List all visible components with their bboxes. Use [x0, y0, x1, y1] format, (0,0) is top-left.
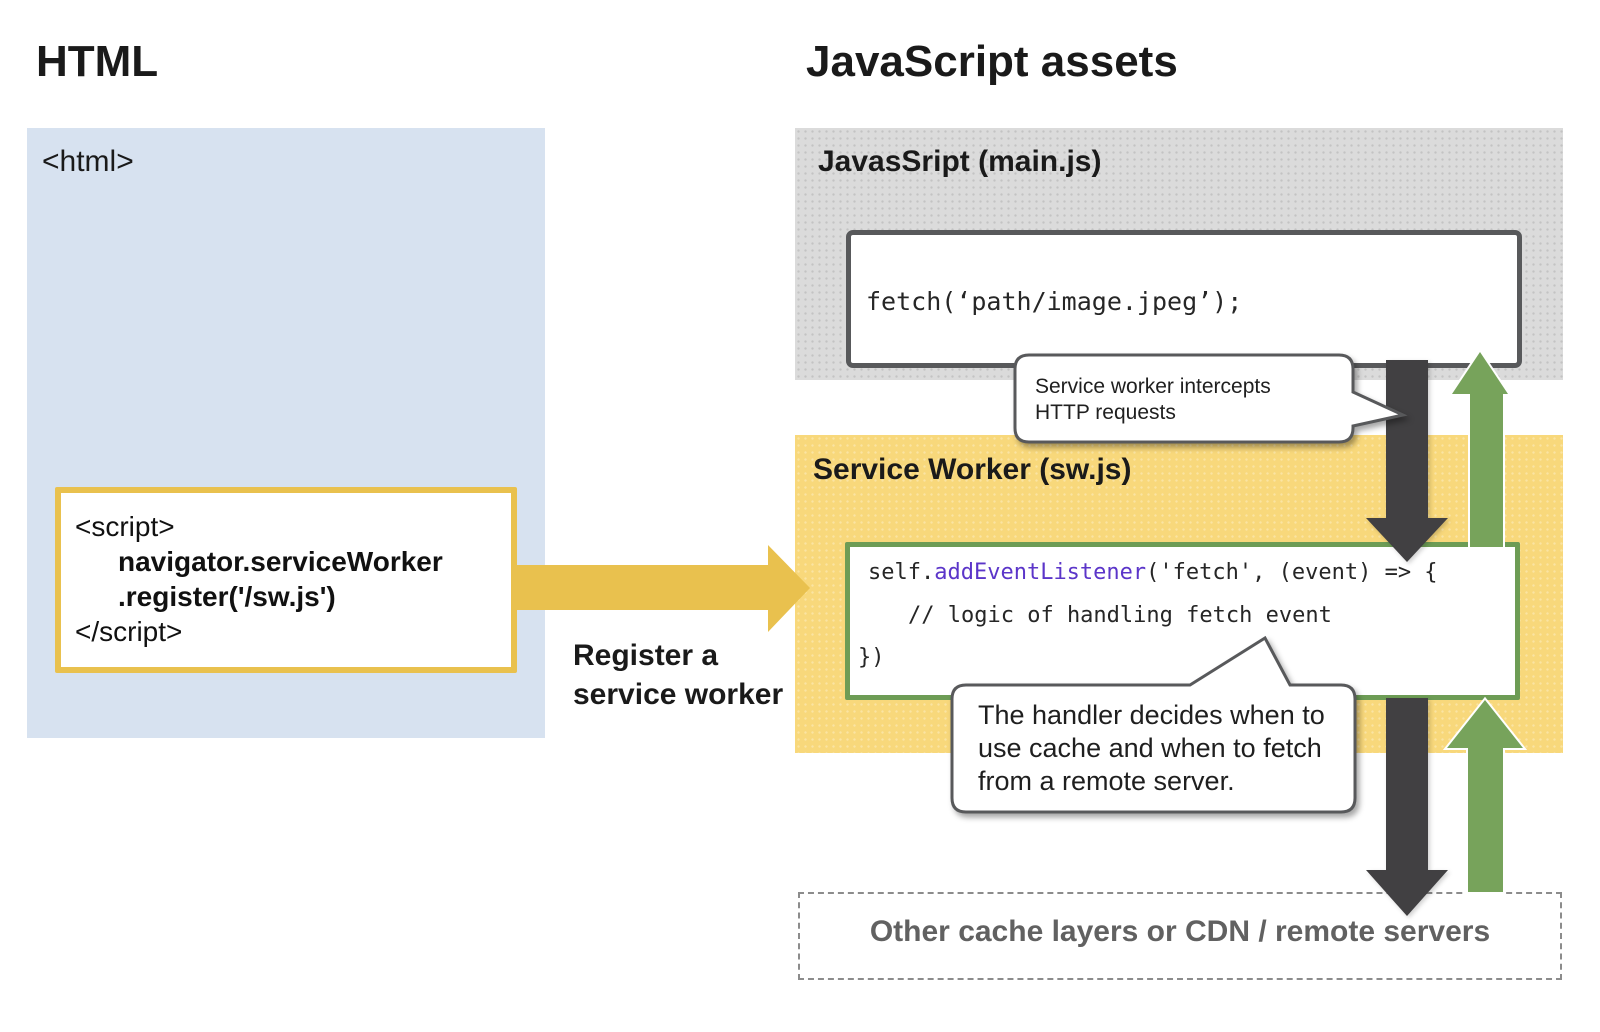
- fetch-code-text: fetch(‘path/image.jpeg’);: [866, 287, 1243, 316]
- script-open-tag: <script>: [75, 511, 175, 542]
- script-close-tag: </script>: [75, 616, 183, 647]
- handler-bubble-line2: use cache and when to fetch: [978, 733, 1322, 763]
- register-arrow-label: Register a service worker: [573, 636, 783, 714]
- sw-code-line1-post: ('fetch', (event) => {: [1146, 560, 1438, 585]
- handler-bubble-line3: from a remote server.: [978, 766, 1235, 796]
- fetch-code-box: [846, 230, 1522, 368]
- register-arrow-label-line1: Register a: [573, 639, 719, 672]
- main-js-panel-label: JavasSript (main.js): [818, 145, 1102, 178]
- handler-bubble-line1: The handler decides when to: [978, 700, 1325, 730]
- script-code-line-2: .register('/sw.js'): [118, 581, 336, 612]
- html-tag-text: <html>: [42, 145, 134, 178]
- intercept-bubble-text: Service worker intercepts HTTP requests: [1035, 374, 1271, 426]
- sw-code-line1-keyword: addEventListener: [934, 560, 1147, 585]
- service-worker-panel-label: Service Worker (sw.js): [813, 453, 1132, 486]
- intercept-bubble-line1: Service worker intercepts: [1035, 375, 1271, 398]
- javascript-assets-heading: JavaScript assets: [806, 37, 1178, 86]
- register-arrow: [517, 545, 810, 632]
- cache-layers-label: Other cache layers or CDN / remote serve…: [869, 915, 1491, 948]
- sw-code-line-2: // logic of handling fetch event: [908, 603, 1332, 628]
- script-code-line-1: navigator.serviceWorker: [118, 546, 443, 577]
- html-section-heading: HTML: [36, 37, 159, 86]
- cache-layers-box: Other cache layers or CDN / remote serve…: [798, 892, 1562, 980]
- sw-code-line-1: self.addEventListener('fetch', (event) =…: [868, 562, 1438, 584]
- intercept-bubble-line2: HTTP requests: [1035, 401, 1176, 424]
- sw-code-line1-pre: self.: [868, 560, 935, 585]
- sw-code-line-3: }): [858, 645, 885, 670]
- register-script-box: [55, 487, 517, 673]
- handler-bubble-text: The handler decides when to use cache an…: [978, 699, 1325, 798]
- register-arrow-label-line2: service worker: [573, 678, 784, 711]
